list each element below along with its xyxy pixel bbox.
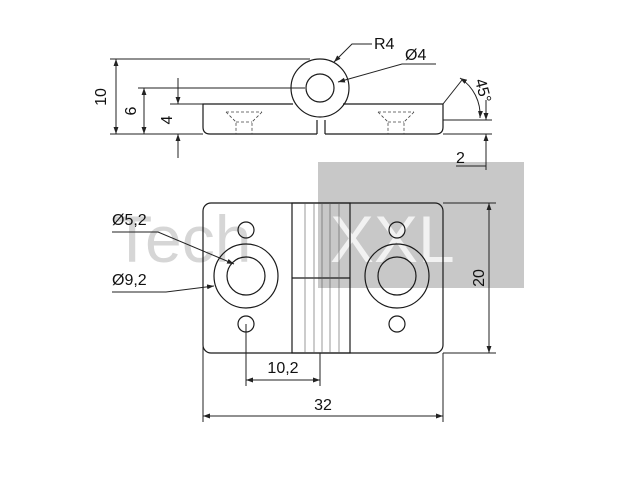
dim-counterbore-diameter: Ø9,2: [112, 272, 147, 289]
watermark-text-right: XXL: [330, 202, 455, 276]
dim-bore-diameter: Ø5,2: [112, 212, 147, 229]
right-bore: [377, 256, 417, 296]
right-bottom-pin-hole: [388, 315, 406, 333]
angle-ref-line: [442, 79, 463, 105]
dim-height-total: 10: [93, 88, 110, 106]
right-countersink-hidden: [377, 111, 415, 134]
left-counterbore: [213, 243, 279, 309]
top-view: [202, 202, 444, 354]
dim-length: 32: [314, 397, 332, 414]
side-view: [202, 58, 444, 135]
dim-radius: R4: [374, 36, 395, 53]
dim-plate-thickness: 4: [159, 115, 176, 124]
left-leaf-outline: [202, 103, 317, 135]
top-view-dimensions: Ø5,2 Ø9,2 20 10,2 32: [112, 202, 496, 422]
left-top-pin-hole: [237, 221, 255, 239]
dim-hole-spacing: 10,2: [267, 360, 298, 377]
dim-width: 20: [471, 269, 488, 287]
leader-radius: [333, 43, 372, 63]
leader-pin-diameter: [337, 63, 436, 83]
pin-hole: [305, 73, 335, 103]
right-counterbore: [364, 243, 430, 309]
leader-counterbore-diameter: [112, 284, 215, 293]
leader-bore-diameter: [112, 231, 235, 265]
dim-height-axis: 6: [123, 106, 140, 115]
dim-pin-diameter: Ø4: [405, 47, 426, 64]
left-bore: [226, 256, 266, 296]
left-countersink-hidden: [225, 111, 263, 134]
side-view-dimensions: 10 6 4 R4 Ø4 45° 2: [93, 36, 494, 170]
right-leaf-outline: [325, 103, 444, 135]
watermark: Tech XXL: [112, 162, 524, 288]
dim-gap: 2: [456, 150, 465, 167]
right-top-pin-hole: [388, 221, 406, 239]
dim-angle: 45°: [471, 77, 494, 105]
angle-arc: [459, 77, 483, 119]
